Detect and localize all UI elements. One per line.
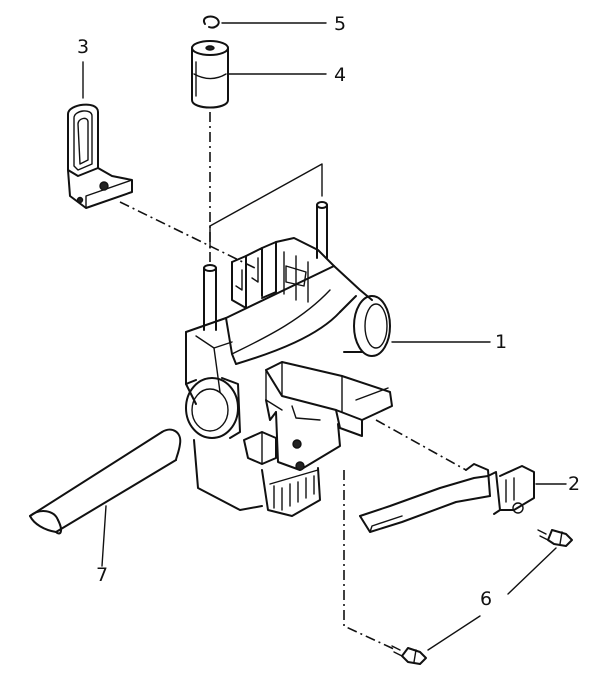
- part-6-screws: [343, 470, 573, 665]
- part-7-curved-sheet: [29, 428, 182, 567]
- callout-7: 7: [96, 564, 109, 586]
- part-4-roller: [191, 40, 327, 262]
- part-3-bracket: [67, 61, 256, 269]
- part-5-clip: [202, 15, 327, 29]
- callout-5: 5: [334, 13, 347, 35]
- callout-2: 2: [568, 473, 581, 495]
- callout-3: 3: [77, 36, 90, 58]
- callout-6: 6: [480, 588, 493, 610]
- callout-4: 4: [334, 64, 347, 86]
- part-1-housing: [185, 201, 491, 517]
- part-2-lever: [359, 419, 567, 533]
- callout-1: 1: [495, 331, 508, 353]
- pin-guide-lines: [209, 163, 323, 249]
